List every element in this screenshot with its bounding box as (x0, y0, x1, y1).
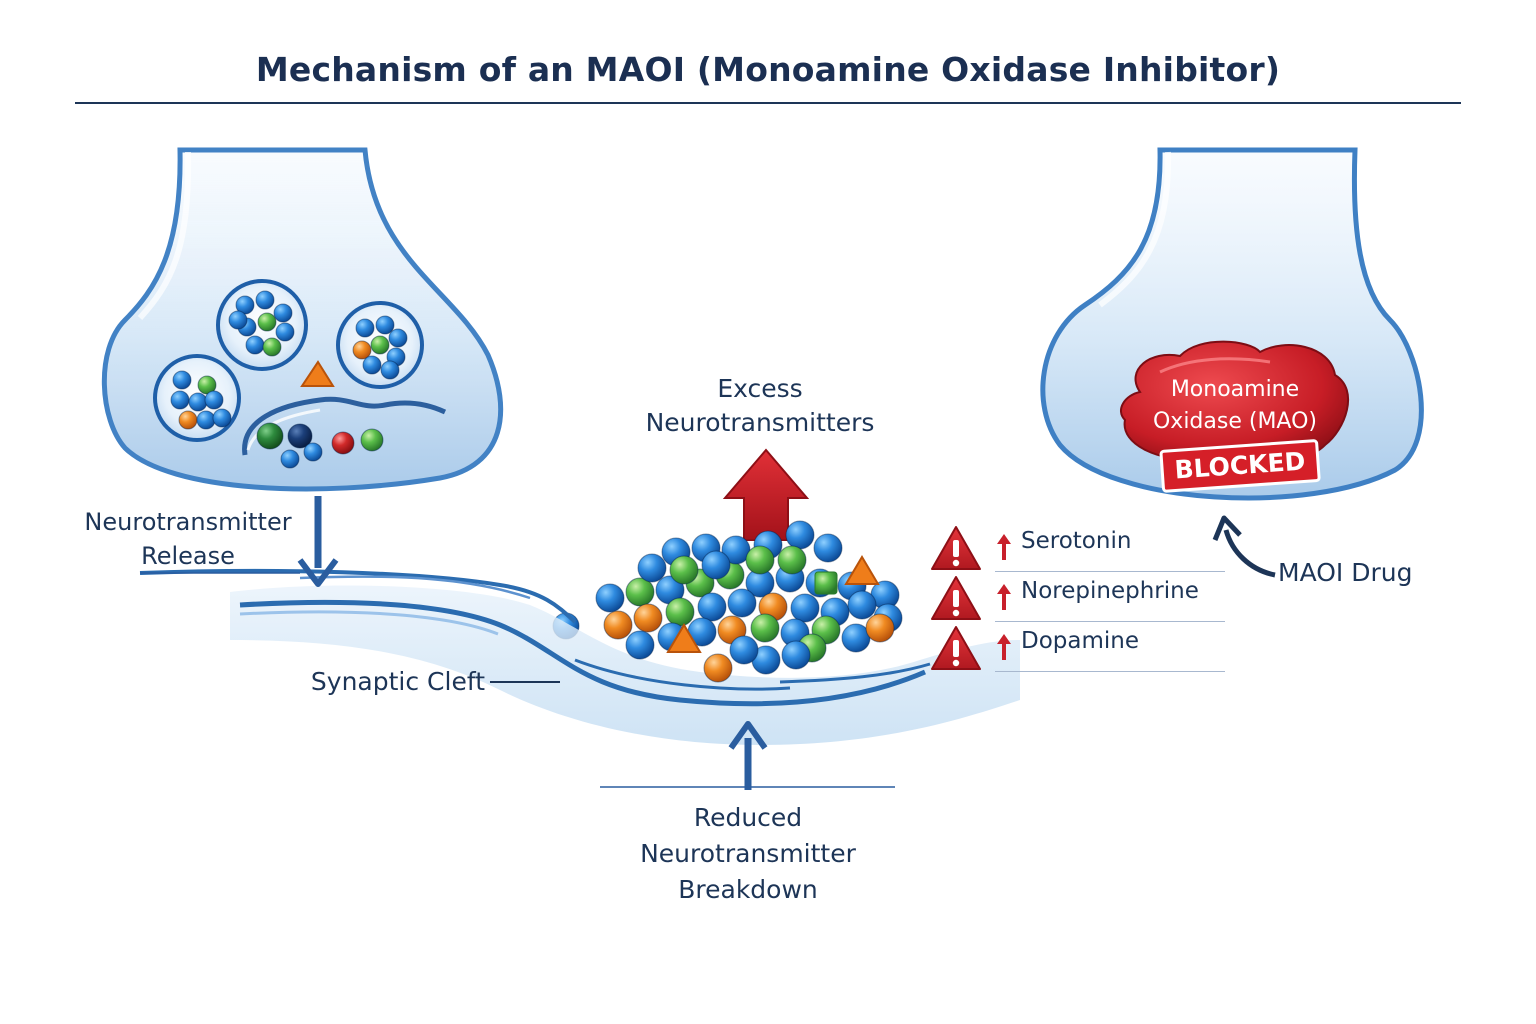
molecule-icon (603, 610, 633, 640)
molecule-icon (729, 635, 759, 665)
neurotransmitter-name: Serotonin (1021, 528, 1132, 554)
molecule-icon (633, 603, 663, 633)
molecule-icon (703, 653, 733, 683)
molecule-icon (637, 553, 667, 583)
curved-arrow-icon (1212, 515, 1276, 578)
molecule-icon (360, 428, 384, 452)
molecule-icon (287, 423, 313, 449)
molecule-icon (781, 640, 811, 670)
warning-icon (931, 526, 981, 570)
molecule-icon (841, 623, 871, 653)
enzyme-label: Monoamine Oxidase (MAO) (1140, 374, 1330, 438)
neurotransmitter-name: Dopamine (1021, 628, 1139, 654)
molecule-icon (844, 555, 880, 585)
release-label-line: Neurotransmitter (84, 508, 292, 536)
molecule-icon (235, 295, 255, 315)
excess-label: Excess Neurotransmitters (620, 372, 900, 440)
molecule-icon (188, 392, 208, 412)
molecule-icon (257, 312, 277, 332)
molecule-icon (380, 360, 400, 380)
up-arrow-icon (728, 721, 768, 790)
molecule-icon (847, 590, 877, 620)
molecule-icon (362, 355, 382, 375)
enzyme-label-line: Oxidase (MAO) (1152, 409, 1317, 434)
molecule-icon (701, 550, 731, 580)
row-divider (995, 570, 1225, 572)
up-arrow-icon (997, 634, 1011, 660)
molecule-icon (280, 449, 300, 469)
excess-label-line: Neurotransmitters (645, 408, 875, 437)
molecule-icon (331, 431, 355, 455)
molecule-icon (245, 335, 265, 355)
molecule-icon (300, 360, 335, 387)
neurotransmitter-row: Norepinephrine (931, 572, 1225, 622)
molecule-icon (727, 588, 757, 618)
molecule-icon (255, 290, 275, 310)
molecule-icon (745, 545, 775, 575)
molecule-icon (355, 318, 375, 338)
reduced-label-line: Reduced (693, 803, 803, 832)
molecule-icon (370, 335, 390, 355)
molecule-icon (625, 577, 655, 607)
molecule-icon (697, 592, 727, 622)
molecule-icon (273, 303, 293, 323)
molecule-icon (352, 340, 372, 360)
neurotransmitter-name: Norepinephrine (1021, 578, 1199, 604)
molecule-icon (178, 410, 198, 430)
excess-neurotransmitter-pile (595, 520, 903, 683)
molecule-icon (721, 535, 751, 565)
molecule-icon (669, 555, 699, 585)
neurotransmitter-row: Dopamine (931, 622, 1225, 672)
mao-enzyme (1120, 340, 1350, 493)
reduced-breakdown-label: Reduced Neurotransmitter Breakdown (620, 800, 876, 908)
molecule-icon (212, 408, 232, 428)
molecule-icon (275, 322, 295, 342)
maoi-drug-label: MAOI Drug (1278, 558, 1413, 587)
synaptic-cleft-membrane (139, 568, 1020, 745)
molecule-icon (375, 315, 395, 335)
molecule-icon (262, 337, 282, 357)
reduced-label-line: Neurotransmitter (640, 839, 856, 868)
molecule-icon (777, 545, 807, 575)
enzyme-label-line: Monoamine (1170, 377, 1300, 402)
molecule-icon (388, 328, 408, 348)
molecule-icon (170, 390, 190, 410)
release-label: Neurotransmitter Release (80, 505, 296, 573)
molecule-icon (666, 623, 702, 653)
excess-label-line: Excess (717, 374, 803, 403)
page-title: Mechanism of an MAOI (Monoamine Oxidase … (255, 50, 1281, 89)
molecule-icon (595, 583, 625, 613)
presynaptic-terminal (101, 147, 580, 640)
molecule-icon (228, 310, 248, 330)
molecule-icon (665, 597, 695, 627)
molecule-icon (813, 533, 843, 563)
molecule-icon (785, 520, 815, 550)
release-label-line: Release (141, 542, 235, 570)
molecule-icon (196, 410, 216, 430)
molecule-icon (814, 571, 838, 595)
down-arrow-icon (297, 496, 339, 587)
molecule-icon (197, 375, 217, 395)
up-arrow-icon (997, 534, 1011, 560)
row-divider (995, 620, 1225, 622)
neurotransmitter-row: Serotonin (931, 522, 1225, 572)
up-arrow-icon (997, 584, 1011, 610)
row-divider (995, 670, 1225, 672)
warning-icon (931, 626, 981, 670)
molecule-icon (204, 390, 224, 410)
synaptic-cleft-label: Synaptic Cleft (310, 667, 485, 696)
molecule-icon (865, 613, 895, 643)
molecule-icon (790, 593, 820, 623)
molecule-icon (256, 422, 284, 450)
molecule-icon (303, 442, 323, 462)
warning-icon (931, 576, 981, 620)
reduced-label-line: Breakdown (678, 875, 818, 904)
molecule-icon (750, 613, 780, 643)
molecule-icon (172, 370, 192, 390)
molecule-icon (625, 630, 655, 660)
